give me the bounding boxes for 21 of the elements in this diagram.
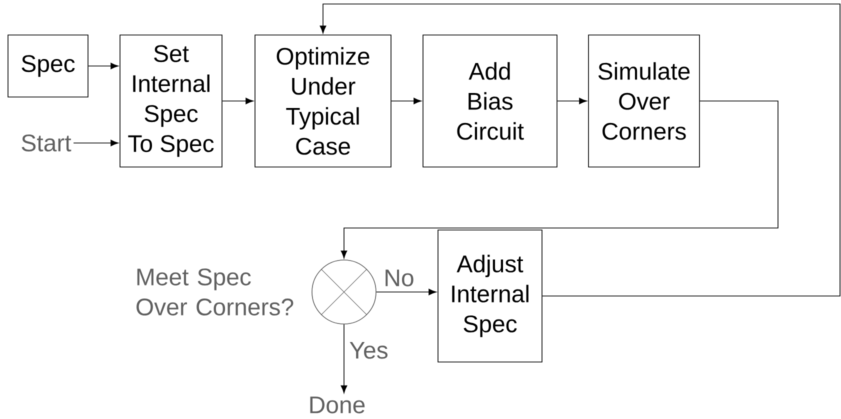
process-box: Simulate Over Corners bbox=[588, 34, 700, 168]
edge-label: Yes bbox=[348, 341, 390, 360]
edge-label: No bbox=[382, 268, 416, 288]
arrow bbox=[340, 100, 778, 258]
decision-circle bbox=[312, 260, 376, 324]
terminal-label: Done bbox=[310, 396, 365, 414]
arrow bbox=[557, 98, 587, 104]
arrow bbox=[320, 4, 840, 296]
question-text: Meet Spec Over Corners? bbox=[136, 268, 294, 316]
arrow bbox=[376, 288, 436, 296]
process-box: Optimize Under Typical Case bbox=[254, 34, 392, 168]
arrow bbox=[391, 98, 422, 104]
arrow bbox=[222, 98, 254, 104]
process-box: Add Bias Circuit bbox=[422, 34, 558, 168]
arrow bbox=[88, 62, 118, 70]
process-box: Adjust Internal Spec bbox=[438, 230, 542, 362]
arrow bbox=[73, 140, 118, 146]
process-box: Set Internal Spec To Spec bbox=[120, 34, 222, 168]
terminal-label: Start bbox=[22, 134, 72, 152]
process-box: Spec bbox=[8, 34, 88, 98]
arrow bbox=[340, 324, 348, 394]
